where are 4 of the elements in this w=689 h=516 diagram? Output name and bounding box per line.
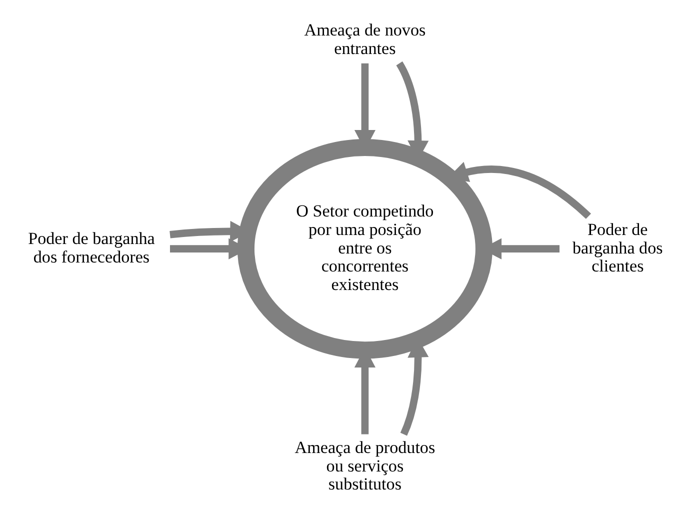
node-text: Poder de barganha dos clientes bbox=[572, 220, 663, 276]
node-text: Ameaça de novos entrantes bbox=[304, 20, 426, 58]
node-text: Ameaça de produtos ou serviços substitutos bbox=[294, 438, 436, 494]
node-text: Poder de barganha dos fornecedores bbox=[28, 229, 155, 267]
